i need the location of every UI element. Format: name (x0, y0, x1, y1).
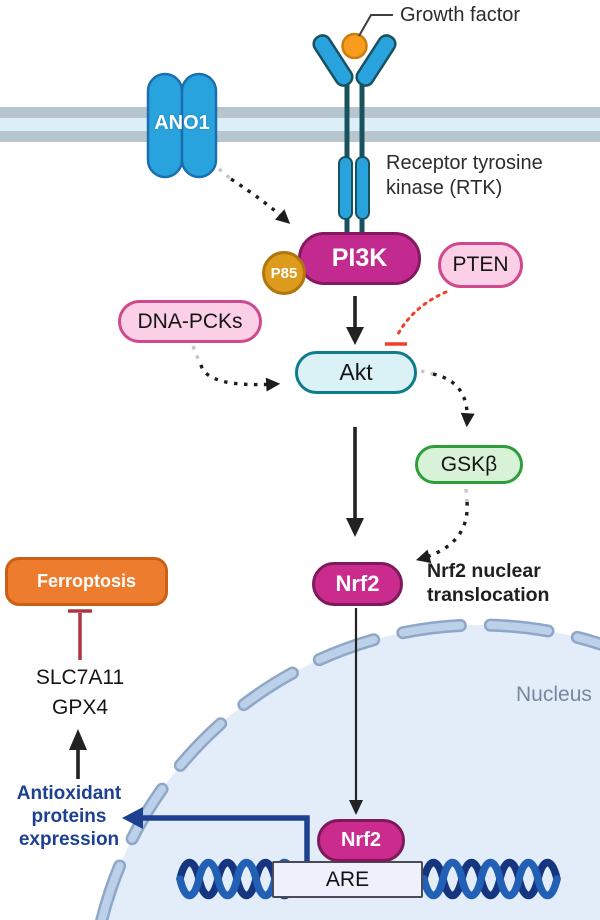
arrow-dnapcks-akt-fade (191, 345, 203, 366)
node-dna-pcks: DNA-PCKs (118, 300, 262, 343)
inhibition-ferroptosis (68, 609, 92, 660)
arrow-pi3k-akt-head (346, 327, 364, 345)
growth-factor-label: Growth factor (400, 4, 521, 26)
arrow-ano1-pi3k-fade (217, 167, 233, 181)
antioxidant-expression-label: Antioxidant proteins expression (16, 783, 122, 851)
rtk-receptor (312, 34, 397, 233)
node-pten: PTEN (438, 242, 523, 288)
arrow-ano1-pi3k (230, 177, 291, 224)
arrow-gskb-nrf2 (415, 501, 469, 564)
slc7a11-label: SLC7A11 (35, 666, 125, 689)
node-p85: P85 (262, 251, 306, 295)
arrow-akt-gskb-fade (420, 369, 434, 376)
arrow-dnapcks-akt (199, 364, 281, 392)
node-pi3k: PI3K (298, 232, 421, 285)
node-are: ARE (272, 861, 423, 898)
nucleus-label: Nucleus (516, 683, 592, 706)
ano1-label: ANO1 (154, 112, 210, 134)
nrf2-translocation-note: Nrf2 nuclear translocation (427, 560, 550, 606)
node-nrf2-nuclear: Nrf2 (317, 819, 405, 862)
ano1-channel (146, 72, 218, 179)
arrow-nrf2-translocation-head (349, 800, 363, 815)
arrow-gskb-nrf2-fade (464, 488, 469, 503)
nucleus-body (101, 625, 600, 920)
plasma-membrane (0, 107, 600, 142)
arrow-akt-nrf2-head (346, 518, 364, 537)
node-akt: Akt (295, 351, 417, 394)
node-nrf2-cytoplasm: Nrf2 (312, 562, 403, 606)
inhibition-pten-akt (385, 290, 448, 346)
node-gskb: GSKβ (415, 445, 523, 484)
growth-factor-pointer-line (358, 14, 393, 37)
node-ferroptosis: Ferroptosis (5, 557, 168, 606)
rtk-label: Receptor tyrosine kinase (RTK) (386, 152, 543, 199)
expression-arrow (122, 807, 310, 862)
arrow-antioxidant-gpx4-head (69, 729, 87, 750)
gpx4-label: GPX4 (51, 696, 109, 719)
arrow-akt-gskb (432, 372, 475, 428)
growth-factor-ligand (341, 32, 368, 60)
